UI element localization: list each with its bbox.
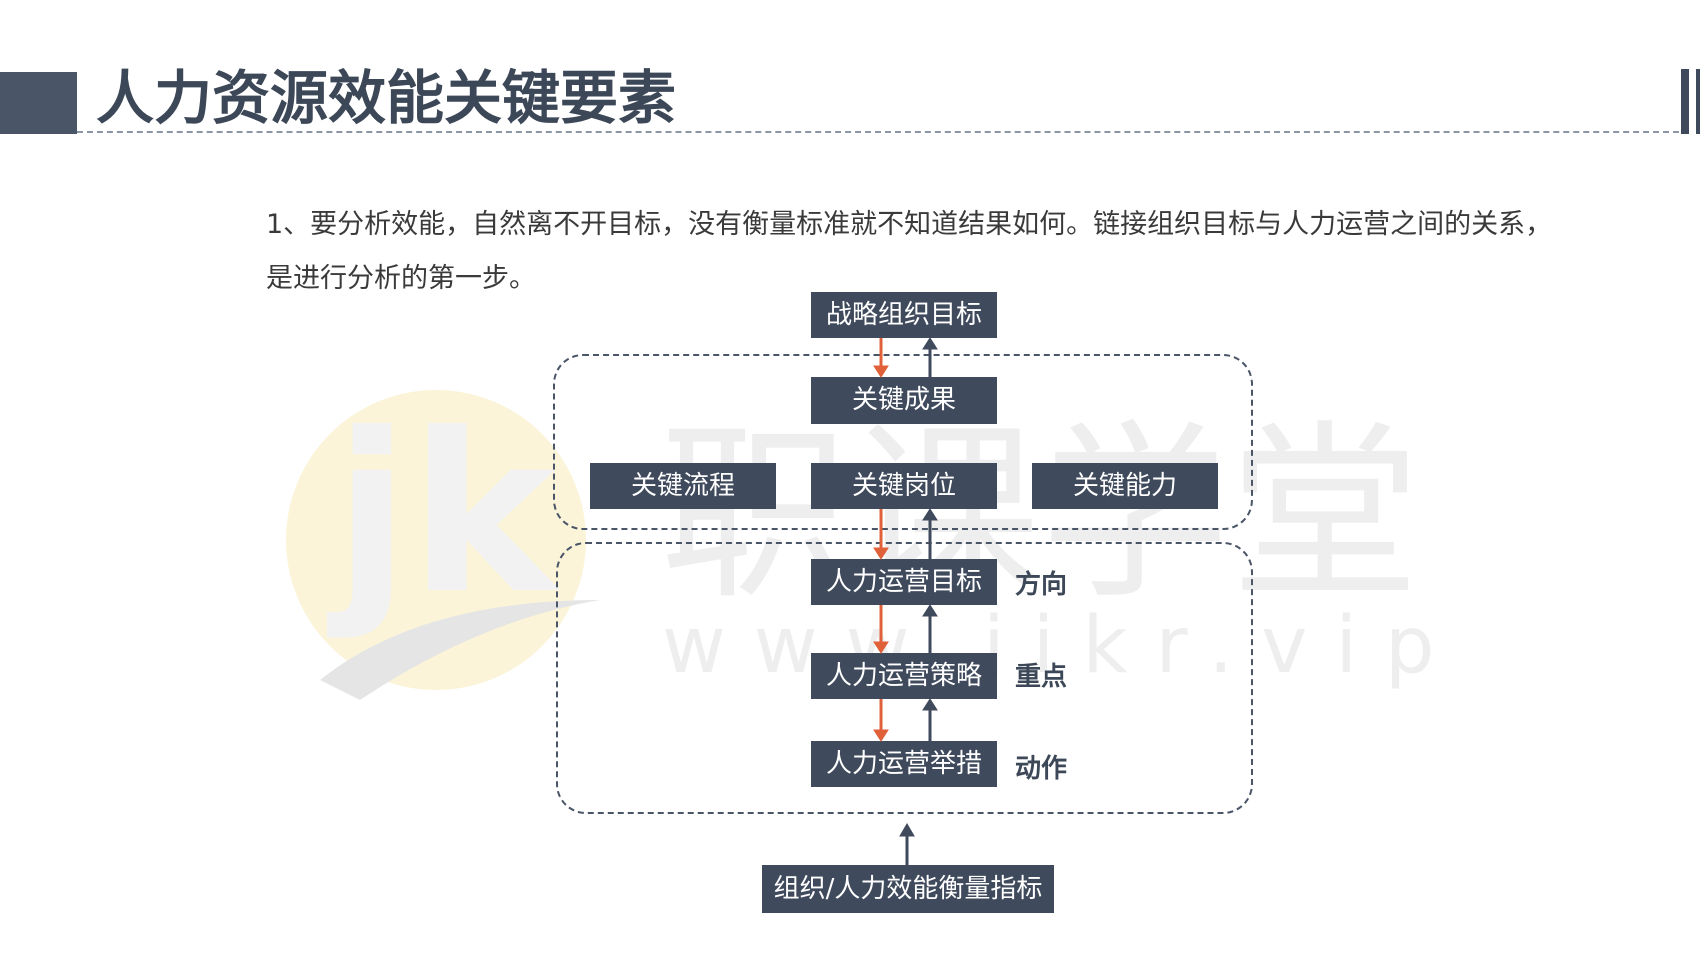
side-label-direction: 方向 bbox=[1015, 570, 1068, 600]
side-label-focus: 重点 bbox=[1015, 662, 1068, 692]
node-hr-ops-strategy: 人力运营策略 bbox=[811, 653, 997, 699]
node-key-results: 关键成果 bbox=[811, 377, 997, 424]
node-hr-ops-action: 人力运营举措 bbox=[811, 741, 997, 787]
arrow-up-results-to-strategic-head bbox=[922, 337, 938, 350]
node-key-capability: 关键能力 bbox=[1032, 463, 1218, 509]
node-strategic-goal: 战略组织目标 bbox=[811, 292, 997, 338]
page-title: 人力资源效能关键要素 bbox=[96, 64, 677, 132]
arrow-up-metrics-to-box-head bbox=[899, 823, 915, 837]
node-key-position: 关键岗位 bbox=[811, 463, 997, 509]
watermark-logo-text: jk bbox=[326, 386, 560, 642]
node-key-process: 关键流程 bbox=[590, 463, 776, 509]
upper-group-box bbox=[553, 354, 1253, 530]
node-efficiency-metrics: 组织/人力效能衡量指标 bbox=[762, 865, 1054, 913]
side-label-action: 动作 bbox=[1015, 754, 1068, 784]
title-end-mark-thin bbox=[1696, 69, 1700, 134]
watermark-logo-circle bbox=[286, 390, 586, 690]
lower-group-box bbox=[556, 542, 1253, 814]
title-accent-block bbox=[0, 72, 77, 134]
intro-paragraph: 1、要分析效能，自然离不开目标，没有衡量标准就不知道结果如何。链接组织目标与人力… bbox=[266, 209, 1553, 294]
title-divider bbox=[77, 131, 1679, 133]
node-hr-ops-goal: 人力运营目标 bbox=[811, 559, 997, 605]
title-end-mark bbox=[1681, 69, 1689, 134]
